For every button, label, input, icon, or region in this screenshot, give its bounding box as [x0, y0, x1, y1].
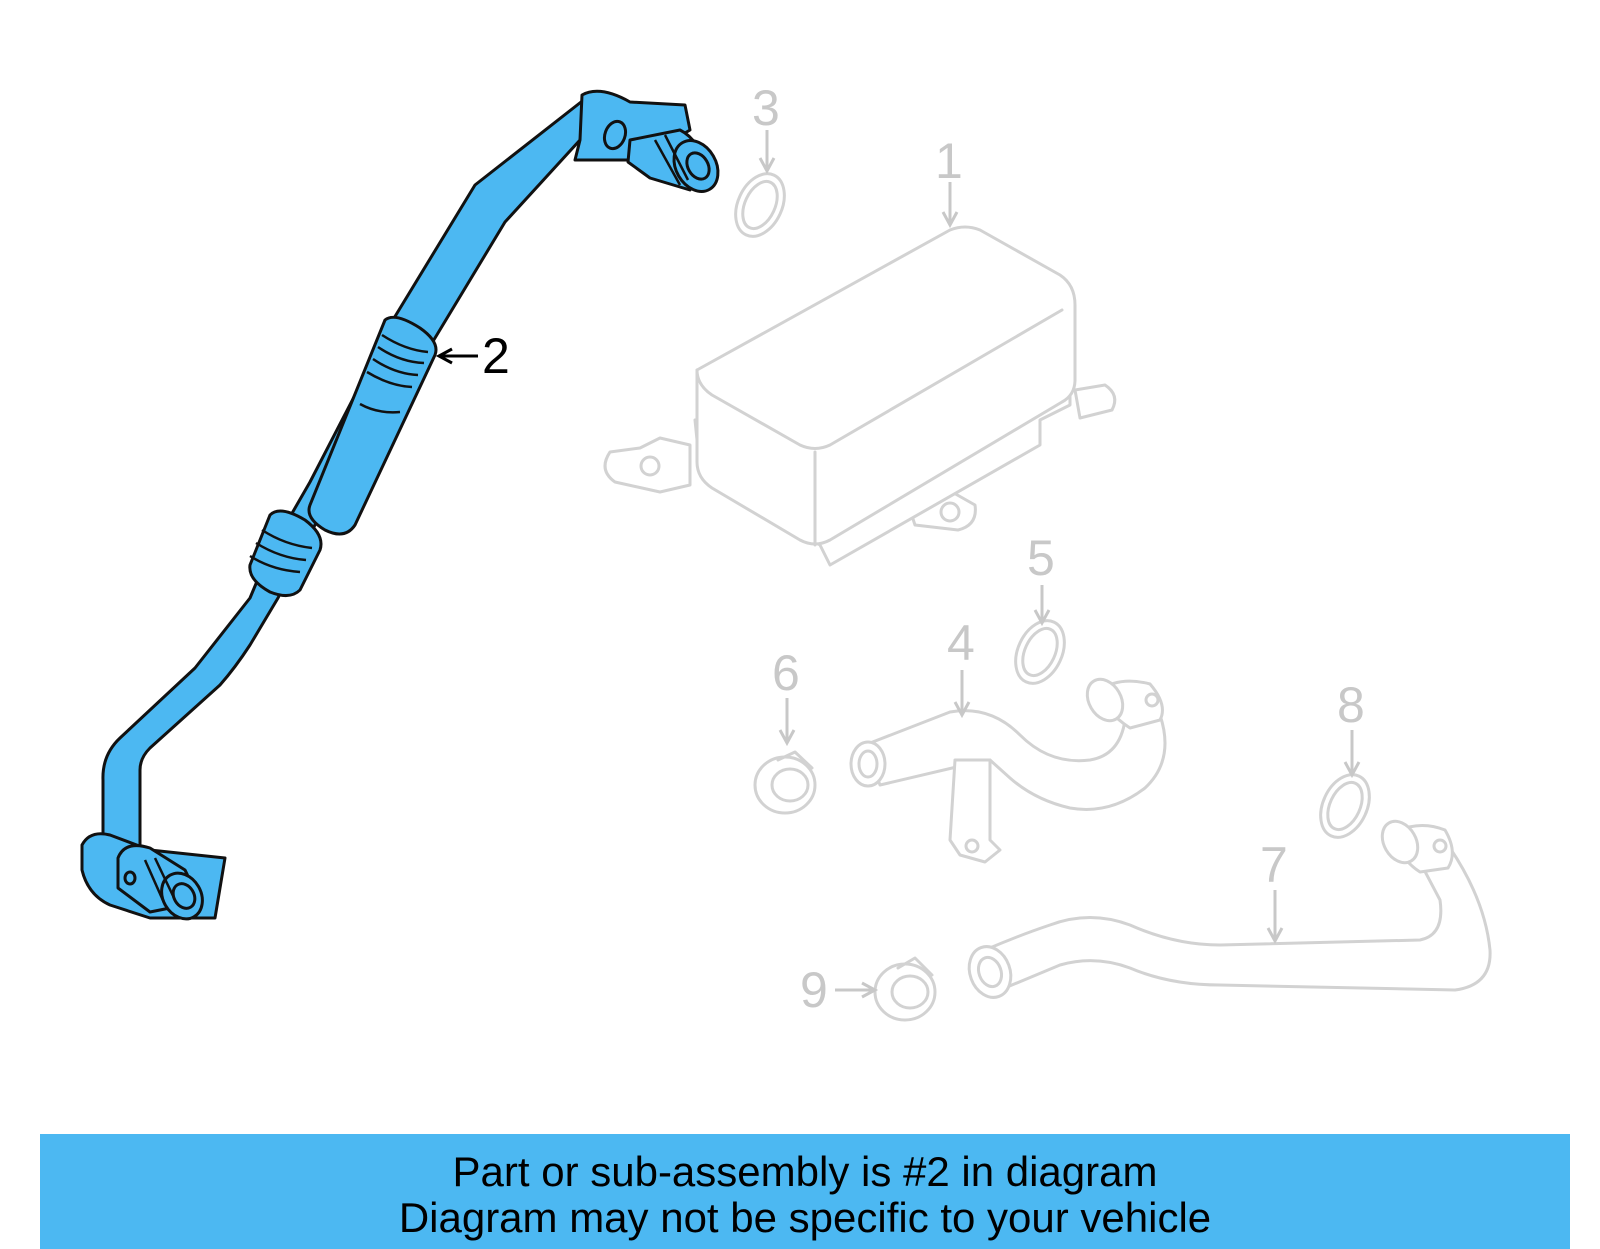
callout-5: 5 [1027, 530, 1055, 586]
part-7-coolant-hose [967, 819, 1492, 999]
part-3-o-ring [734, 172, 786, 238]
callout-1: 1 [935, 133, 963, 189]
info-banner: Part or sub-assembly is #2 in diagram Di… [40, 1134, 1570, 1249]
part-9-hose-clamp [873, 956, 937, 1022]
part-4-coolant-pipe [849, 677, 1167, 864]
callout-2[interactable]: 2 [482, 328, 510, 384]
part-5-o-ring [1014, 619, 1066, 685]
banner-disclaimer: Diagram may not be specific to your vehi… [398, 1194, 1212, 1241]
part-8-o-ring [1319, 773, 1371, 839]
callout-numbers: 1 3 5 4 6 8 7 9 2 [482, 80, 1365, 1018]
banner-part-note: Part or sub-assembly is #2 in diagram [452, 1148, 1158, 1195]
part-6-hose-clamp [753, 750, 817, 815]
callout-9: 9 [800, 962, 828, 1018]
callout-4: 4 [947, 615, 975, 671]
part-1-oil-cooler [603, 225, 1117, 567]
callout-7: 7 [1260, 837, 1288, 893]
leader-lines [435, 130, 1361, 999]
part-2-oil-pipe[interactable] [80, 89, 727, 926]
callout-6: 6 [772, 645, 800, 701]
callout-3: 3 [752, 80, 780, 136]
callout-8: 8 [1337, 677, 1365, 733]
